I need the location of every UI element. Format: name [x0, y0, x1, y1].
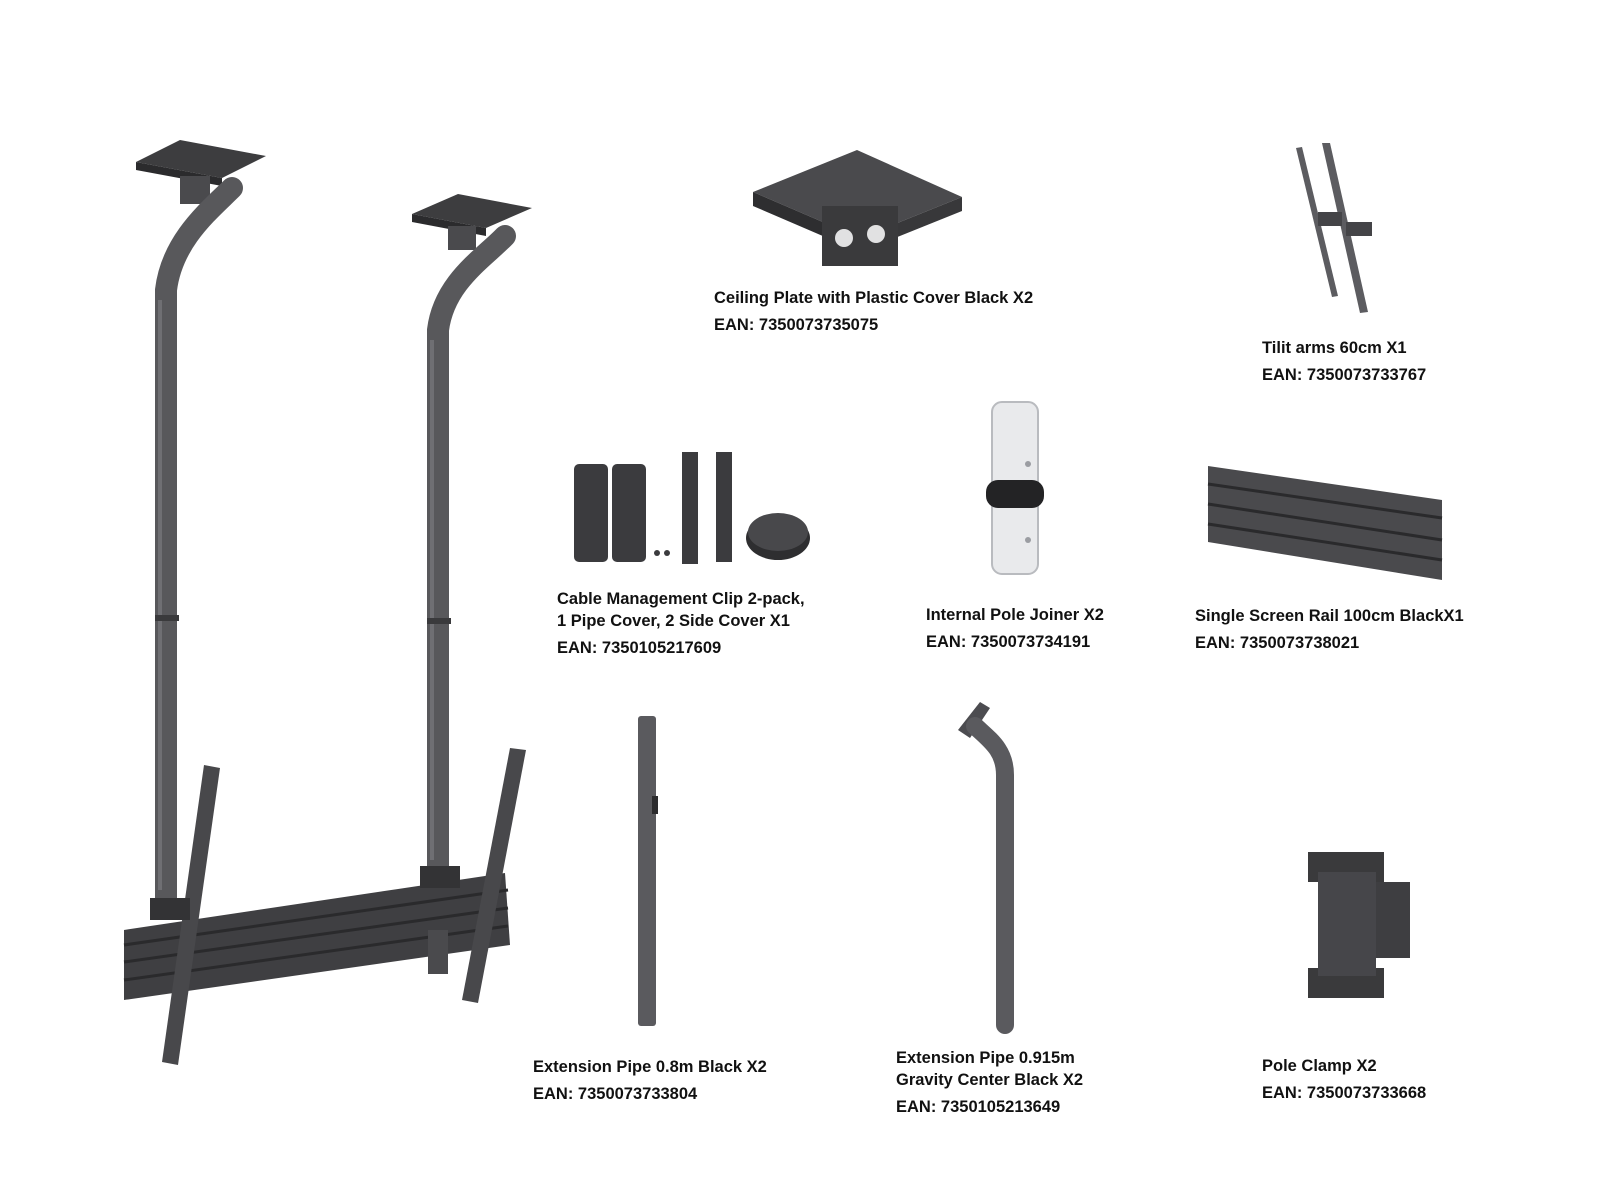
product-ean: EAN: 7350073738021 — [1195, 634, 1360, 652]
product-label-cable-clip: Cable Management Clip 2-pack, 1 Pipe Cov… — [557, 588, 805, 659]
gravity-pipe-icon — [958, 702, 1014, 1034]
cable-clip-icon — [574, 452, 810, 564]
product-ean: EAN: 7350105213649 — [896, 1098, 1061, 1116]
product-title: Internal Pole Joiner X2 — [926, 606, 1104, 624]
screen-rail-icon — [1207, 466, 1443, 580]
product-label-ceiling-plate: Ceiling Plate with Plastic Cover Black X… — [714, 287, 1033, 336]
product-title-line-2: 1 Pipe Cover, 2 Side Cover X1 — [557, 612, 790, 630]
product-title: Pole Clamp X2 — [1262, 1057, 1377, 1075]
product-ean: EAN: 7350073733668 — [1262, 1084, 1427, 1102]
pole-clamp-icon — [1308, 852, 1410, 998]
product-title: Single Screen Rail 100cm BlackX1 — [1195, 607, 1464, 625]
product-ean: EAN: 7350105217609 — [557, 639, 722, 657]
extension-pipe-icon — [638, 716, 658, 1026]
product-label-tilt-arms: Tilit arms 60cm X1 EAN: 7350073733767 — [1262, 337, 1426, 386]
product-ean: EAN: 7350073735075 — [714, 316, 879, 334]
product-title: Extension Pipe 0.915m — [896, 1049, 1075, 1067]
ceiling-plate-icon — [753, 150, 962, 266]
product-ean: EAN: 7350073733767 — [1262, 366, 1427, 384]
product-title-line-2: Gravity Center Black X2 — [896, 1071, 1084, 1089]
product-title: Ceiling Plate with Plastic Cover Black X… — [714, 289, 1034, 307]
product-ean: EAN: 7350073734191 — [926, 633, 1091, 651]
product-label-pole-clamp: Pole Clamp X2 EAN: 7350073733668 — [1262, 1055, 1426, 1104]
product-title: Cable Management Clip 2-pack, — [557, 590, 805, 608]
product-ean: EAN: 7350073733804 — [533, 1085, 698, 1103]
pole-joiner-icon — [986, 401, 1044, 575]
product-label-pole-joiner: Internal Pole Joiner X2 EAN: 73500737341… — [926, 604, 1104, 653]
assembled-mount-icon — [123, 140, 532, 1065]
product-label-extension-pipe: Extension Pipe 0.8m Black X2 EAN: 735007… — [533, 1056, 767, 1105]
tilt-arms-icon — [1296, 143, 1372, 313]
product-title: Extension Pipe 0.8m Black X2 — [533, 1058, 767, 1076]
product-title: Tilit arms 60cm X1 — [1262, 339, 1407, 357]
product-label-screen-rail: Single Screen Rail 100cm BlackX1 EAN: 73… — [1195, 605, 1464, 654]
product-label-gravity-pipe: Extension Pipe 0.915m Gravity Center Bla… — [896, 1047, 1083, 1118]
